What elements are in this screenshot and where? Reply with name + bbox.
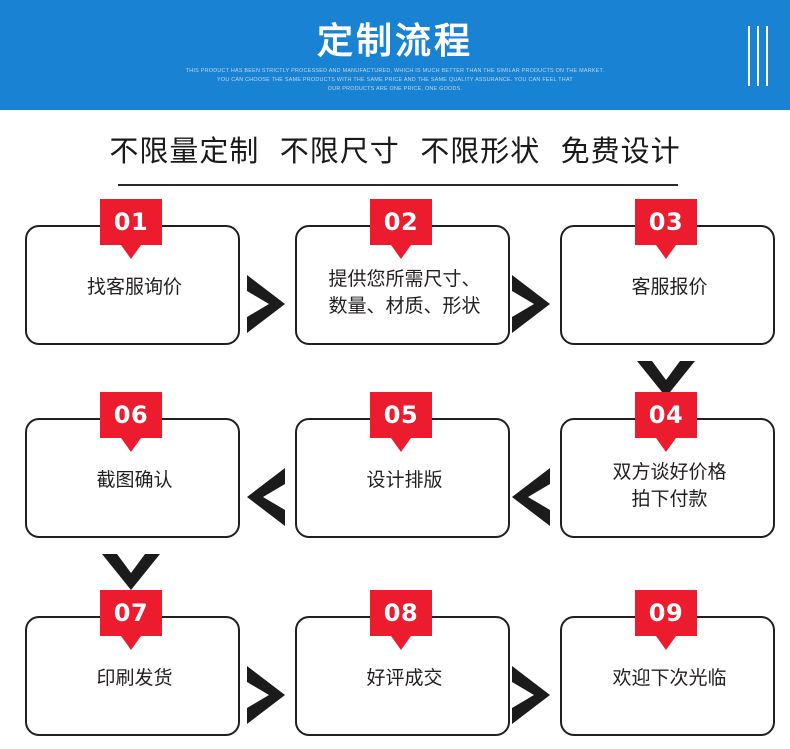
step-number: 01 [113, 208, 149, 236]
step-card: 客服报价 [560, 225, 775, 345]
banner-subtitle: THIS PRODUCT HAS BEEN STRICTLY PROCESSED… [0, 67, 790, 95]
step-label: 印刷发货 [96, 666, 173, 689]
step-number: 05 [383, 401, 419, 429]
step-number-badge: 03 [635, 199, 697, 259]
step-number: 08 [383, 599, 419, 627]
step-label: 设计排版 [366, 468, 443, 491]
banner-subtitle-line-2: YOU CAN CHOOSE THE SAME PRODUCTS WITH TH… [217, 77, 573, 84]
bar-line-1 [748, 26, 750, 86]
chevron-down-icon [635, 357, 699, 401]
step-label: 客服报价 [631, 275, 708, 298]
bar-line-2 [757, 26, 759, 86]
step-number-badge: 07 [100, 590, 162, 650]
step-number: 07 [113, 599, 149, 627]
step-label: 好评成交 [366, 666, 443, 689]
step-number-badge: 02 [370, 199, 432, 259]
flow-row-3: 印刷发货 07 好评成交 08 欢迎下次光临 09 [0, 590, 790, 736]
step-number-badge: 01 [100, 199, 162, 259]
page-title: 定制流程 [316, 20, 473, 61]
step-label: 欢迎下次光临 [612, 666, 727, 689]
step-number: 03 [648, 208, 684, 236]
step-number: 06 [113, 401, 149, 429]
flow-step-05[interactable]: 设计排版 05 [295, 392, 510, 538]
step-number-badge: 09 [635, 590, 697, 650]
banner-subtitle-line-3: OUR PRODUCTS ARE ONE PRICE, ONE GOODS. [327, 86, 463, 93]
chevron-right-icon [508, 273, 554, 337]
flow-step-01[interactable]: 找客服询价 01 [25, 199, 240, 345]
step-number: 09 [648, 599, 684, 627]
step-label: 找客服询价 [86, 275, 182, 298]
tagline-divider [118, 184, 678, 186]
step-number: 04 [648, 401, 684, 429]
chevron-right-icon [508, 664, 554, 728]
bar-line-3 [766, 26, 768, 86]
flow-row-1: 找客服询价 01 提供您所需尺寸、 数量、材质、形状 02 客服报价 03 [0, 199, 790, 345]
flow-step-04[interactable]: 双方谈好价格 拍下付款 04 [560, 392, 775, 538]
chevron-right-icon [243, 273, 289, 337]
flow-step-07[interactable]: 印刷发货 07 [25, 590, 240, 736]
step-label: 截图确认 [96, 468, 173, 491]
step-number-badge: 04 [635, 392, 697, 452]
chevron-right-icon [243, 664, 289, 728]
flow-step-06[interactable]: 截图确认 06 [25, 392, 240, 538]
flow-step-03[interactable]: 客服报价 03 [560, 199, 775, 345]
step-label: 提供您所需尺寸、 数量、材质、形状 [328, 268, 481, 317]
flow-step-08[interactable]: 好评成交 08 [295, 590, 510, 736]
flow-step-09[interactable]: 欢迎下次光临 09 [560, 590, 775, 736]
chevron-down-icon [100, 550, 164, 594]
chevron-left-icon [508, 466, 554, 530]
page-banner: 定制流程 THIS PRODUCT HAS BEEN STRICTLY PROC… [0, 0, 790, 110]
banner-subtitle-line-1: THIS PRODUCT HAS BEEN STRICTLY PROCESSED… [185, 68, 605, 74]
step-card: 双方谈好价格 拍下付款 [560, 418, 775, 538]
chevron-left-icon [243, 466, 289, 530]
step-number-badge: 06 [100, 392, 162, 452]
flow-step-02[interactable]: 提供您所需尺寸、 数量、材质、形状 02 [295, 199, 510, 345]
step-number: 02 [383, 208, 419, 236]
step-number-badge: 08 [370, 590, 432, 650]
step-label: 双方谈好价格 拍下付款 [612, 461, 727, 510]
tagline-text: 不限量定制 不限尺寸 不限形状 免费设计 [109, 134, 681, 168]
step-number-badge: 05 [370, 392, 432, 452]
vertical-bars-decoration-icon [748, 26, 774, 86]
flow-row-2: 截图确认 06 设计排版 05 双方谈好价格 拍下付款 04 [0, 392, 790, 538]
